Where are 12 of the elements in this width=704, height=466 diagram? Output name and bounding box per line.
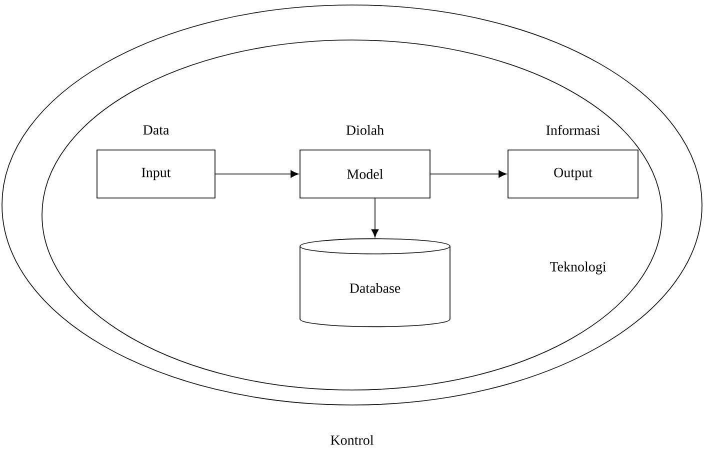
arrow	[430, 170, 507, 178]
process-box: Input	[96, 150, 216, 198]
boundary-label: Teknologi	[550, 262, 606, 274]
box-heading: Diolah	[346, 125, 384, 135]
process-box: Output	[508, 150, 638, 198]
boundary-label: Kontrol	[330, 435, 374, 445]
arrow	[371, 198, 379, 238]
box-heading: Informasi	[546, 125, 600, 135]
database-cylinder: Database	[300, 238, 450, 328]
box-heading: Data	[143, 125, 170, 135]
arrow	[215, 170, 299, 178]
process-box: Model	[300, 150, 430, 198]
